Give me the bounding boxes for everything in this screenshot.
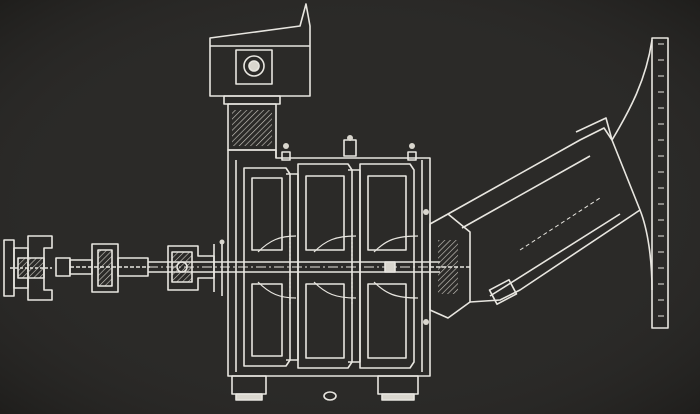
shaft [148, 261, 450, 273]
impellers [257, 230, 419, 304]
casing-stage-1 [243, 167, 299, 367]
flange [611, 37, 669, 329]
bolts [219, 135, 429, 325]
casing [227, 139, 431, 377]
discharge-pipe [447, 117, 641, 306]
casing-stage-3 [359, 163, 415, 369]
coupling-middle [69, 243, 150, 293]
base-feet [231, 375, 419, 401]
bearing-housing [167, 240, 223, 296]
